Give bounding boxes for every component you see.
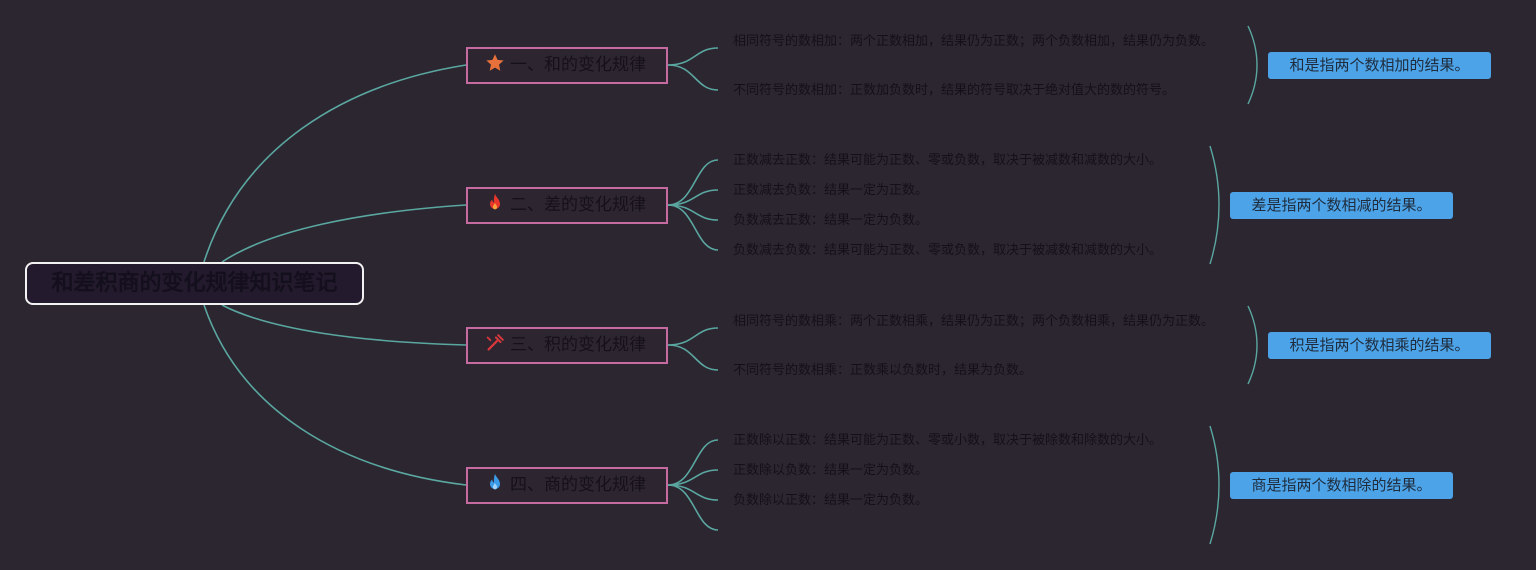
connector-branch-1-leaf-1: [667, 47, 719, 66]
branch-topic-quotient[interactable]: 四、商的变化规律: [466, 467, 668, 504]
leaf-sum-1[interactable]: 相同符号的数相加：两个正数相加，结果仍为正数；两个负数相加，结果仍为负数。: [733, 34, 1215, 49]
fire-icon: [489, 193, 501, 210]
leaf-difference-3[interactable]: 负数减去正数：结果一定为负数。: [733, 213, 929, 228]
leaf-difference-1[interactable]: 正数减去正数：结果可能为正数、零或负数，取决于被减数和减数的大小。: [733, 153, 1163, 168]
connector-root-branch-3: [221, 304, 467, 346]
connector-branch-1-leaf-2: [667, 64, 719, 91]
summary-difference[interactable]: 差是指两个数相减的结果。: [1230, 192, 1453, 219]
branch-label: 三、积的变化规律: [510, 335, 646, 355]
summary-bracket-2: [1209, 145, 1220, 265]
leaf-quotient-2[interactable]: 正数除以负数：结果一定为负数。: [733, 463, 929, 478]
connector-branch-4-leaf-4: [667, 484, 719, 531]
connector-branch-3-leaf-2: [667, 344, 719, 371]
leaf-product-1[interactable]: 相同符号的数相乘：两个正数相乘，结果仍为正数；两个负数相乘，结果仍为正数。: [733, 314, 1215, 329]
branch-label: 四、商的变化规律: [510, 475, 646, 495]
connector-branch-4-leaf-1: [667, 439, 719, 486]
connector-root-branch-1: [203, 64, 467, 263]
branch-topic-difference[interactable]: 二、差的变化规律: [466, 187, 668, 224]
summary-quotient[interactable]: 商是指两个数相除的结果。: [1230, 472, 1453, 499]
branch-topic-sum[interactable]: 一、和的变化规律: [466, 47, 668, 84]
leaf-product-2[interactable]: 不同符号的数相乘：正数乘以负数时，结果为负数。: [733, 363, 1033, 378]
flame-icon: [489, 473, 501, 490]
star-icon: [486, 54, 504, 71]
branch-topic-product[interactable]: 三、积的变化规律: [466, 327, 668, 364]
connector-branch-3-leaf-1: [667, 327, 719, 346]
tools-icon: [486, 334, 504, 351]
summary-bracket-4: [1209, 425, 1220, 545]
connector-branch-2-leaf-2: [667, 189, 719, 206]
summary-product[interactable]: 积是指两个数相乘的结果。: [1268, 332, 1491, 359]
leaf-sum-2[interactable]: 不同符号的数相加：正数加负数时，结果的符号取决于绝对值大的数的符号。: [733, 83, 1176, 98]
leaf-difference-2[interactable]: 正数减去负数：结果一定为正数。: [733, 183, 929, 198]
connector-branch-4-leaf-3: [667, 484, 719, 501]
connector-branch-2-leaf-4: [667, 204, 719, 251]
leaf-quotient-1[interactable]: 正数除以正数：结果可能为正数、零或小数，取决于被除数和除数的大小。: [733, 433, 1163, 448]
leaf-quotient-3[interactable]: 负数除以正数：结果一定为负数。: [733, 493, 929, 508]
connector-branch-4-leaf-2: [667, 469, 719, 486]
summary-bracket-1: [1247, 25, 1258, 105]
summary-bracket-3: [1247, 305, 1258, 385]
summary-sum[interactable]: 和是指两个数相加的结果。: [1268, 52, 1491, 79]
connector-root-branch-4: [203, 304, 467, 486]
connector-branch-2-leaf-1: [667, 159, 719, 206]
branch-label: 一、和的变化规律: [510, 55, 646, 75]
connector-root-branch-2: [221, 204, 467, 263]
branch-label: 二、差的变化规律: [510, 195, 646, 215]
root-topic[interactable]: 和差积商的变化规律知识笔记: [25, 262, 364, 305]
connector-branch-2-leaf-3: [667, 204, 719, 221]
leaf-difference-4[interactable]: 负数减去负数：结果可能为正数、零或负数，取决于被减数和减数的大小。: [733, 243, 1163, 258]
